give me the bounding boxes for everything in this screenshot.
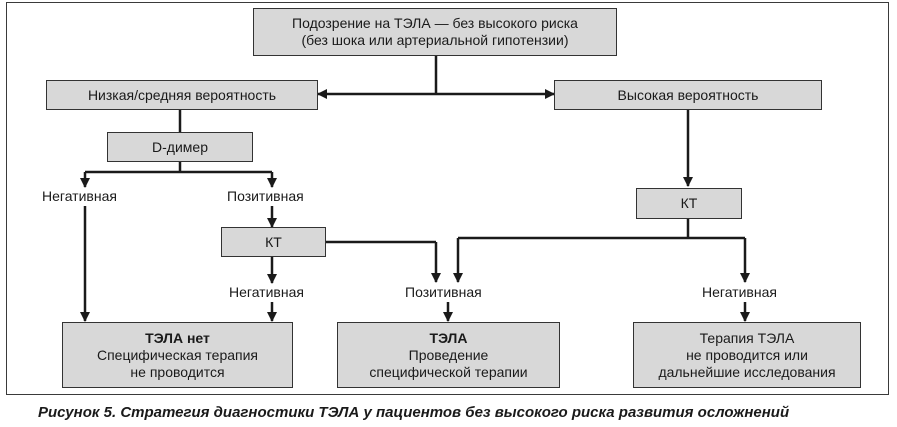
label-positive-ddimer: Позитивная [225, 188, 306, 204]
node-therapy-other: Терапия ТЭЛА не проводится или дальнейши… [633, 322, 861, 388]
node-ct-left: КТ [221, 227, 326, 257]
label-positive-ct: Позитивная [403, 284, 484, 300]
label-negative-ddimer: Негативная [40, 188, 119, 204]
node-low-probability: Низкая/средняя вероятность [46, 80, 318, 110]
node-high-probability-label: Высокая вероятность [617, 86, 759, 103]
node-no-pe-line2: не проводится [130, 363, 225, 380]
node-low-probability-label: Низкая/средняя вероятность [87, 86, 277, 103]
node-no-pe-line1: Специфическая терапия [96, 346, 259, 363]
node-therapy-other-line1: Терапия ТЭЛА [699, 329, 795, 346]
figure-caption: Рисунок 5. Стратегия диагностики ТЭЛА у … [38, 404, 790, 421]
node-pe-line2: специфической терапии [369, 363, 528, 380]
node-no-pe: ТЭЛА нет Специфическая терапия не провод… [62, 322, 293, 388]
connectors [80, 56, 750, 322]
node-pe: ТЭЛА Проведение специфической терапии [337, 322, 560, 388]
node-ct-right-label: КТ [680, 195, 698, 211]
diagram-frame [6, 2, 889, 395]
node-pe-title: ТЭЛА [429, 329, 468, 346]
node-therapy-other-line3: дальнейшие исследования [658, 363, 836, 380]
node-suspicion-line2: (без шока или артериальной гипотензии) [301, 32, 569, 48]
node-ddimer-label: D-димер [152, 138, 208, 155]
node-ct-left-label: КТ [265, 233, 282, 250]
node-pe-line1: Проведение [408, 346, 489, 363]
node-ct-right: КТ [636, 188, 742, 219]
node-therapy-other-line2: не проводится или [686, 346, 808, 363]
label-negative-ct: Негативная [227, 284, 306, 300]
node-high-probability: Высокая вероятность [554, 80, 822, 110]
label-negative-ct-right: Негативная [700, 284, 779, 300]
node-suspicion: Подозрение на ТЭЛА — без высокого риска … [253, 8, 617, 56]
node-ddimer: D-димер [107, 132, 253, 162]
node-no-pe-title: ТЭЛА нет [145, 329, 210, 346]
node-suspicion-line1: Подозрение на ТЭЛА — без высокого риска [292, 15, 578, 31]
